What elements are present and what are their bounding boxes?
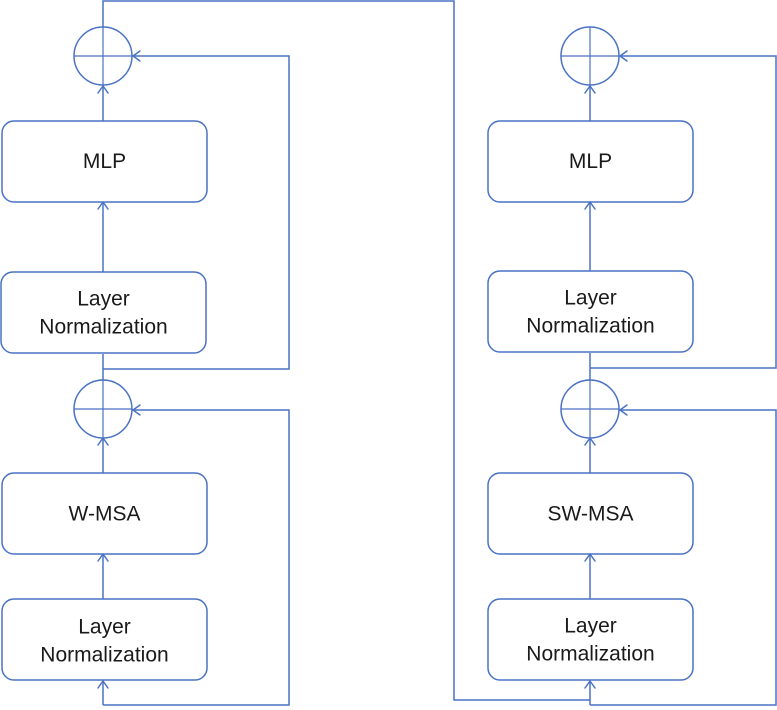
right-top-adder [560,26,620,86]
left-layer-norm-top-line2: Normalization [39,316,167,339]
left-mlp-label: MLP [83,150,126,173]
right-layer-norm-top: Layer Normalization [487,270,694,353]
right-skip-connections [590,50,777,706]
inter-block-connector [102,0,590,701]
right-sw-msa-box: SW-MSA [487,472,694,555]
left-layer-norm-bottom-line1: Layer [78,616,131,639]
left-w-msa-label: W-MSA [69,503,141,526]
right-middle-adder [560,379,620,439]
left-transformer-block: MLP Layer Normalization W-MSA Layer Norm… [0,26,290,706]
left-layer-norm-bottom: Layer Normalization [1,598,208,681]
right-layer-norm-bottom-line2: Normalization [526,643,654,666]
right-layer-norm-bottom-line1: Layer [564,615,617,638]
left-vertical-arrows [97,85,109,705]
left-middle-adder [73,379,133,439]
right-layer-norm-top-line1: Layer [564,287,617,310]
left-top-adder [73,26,133,86]
right-vertical-arrows [584,85,596,705]
right-layer-norm-top-line2: Normalization [526,315,654,338]
left-layer-norm-top: Layer Normalization [0,271,207,354]
right-layer-norm-bottom: Layer Normalization [487,598,694,681]
right-mlp-box: MLP [487,120,694,203]
left-mlp-box: MLP [1,120,208,203]
right-transformer-block: MLP Layer Normalization SW-MSA Layer Nor… [487,26,777,706]
right-sw-msa-label: SW-MSA [548,503,634,526]
left-layer-norm-bottom-line2: Normalization [40,644,168,667]
left-w-msa-box: W-MSA [1,472,208,555]
left-layer-norm-top-line1: Layer [77,288,130,311]
right-mlp-label: MLP [569,150,612,173]
left-skip-connections [103,50,290,706]
